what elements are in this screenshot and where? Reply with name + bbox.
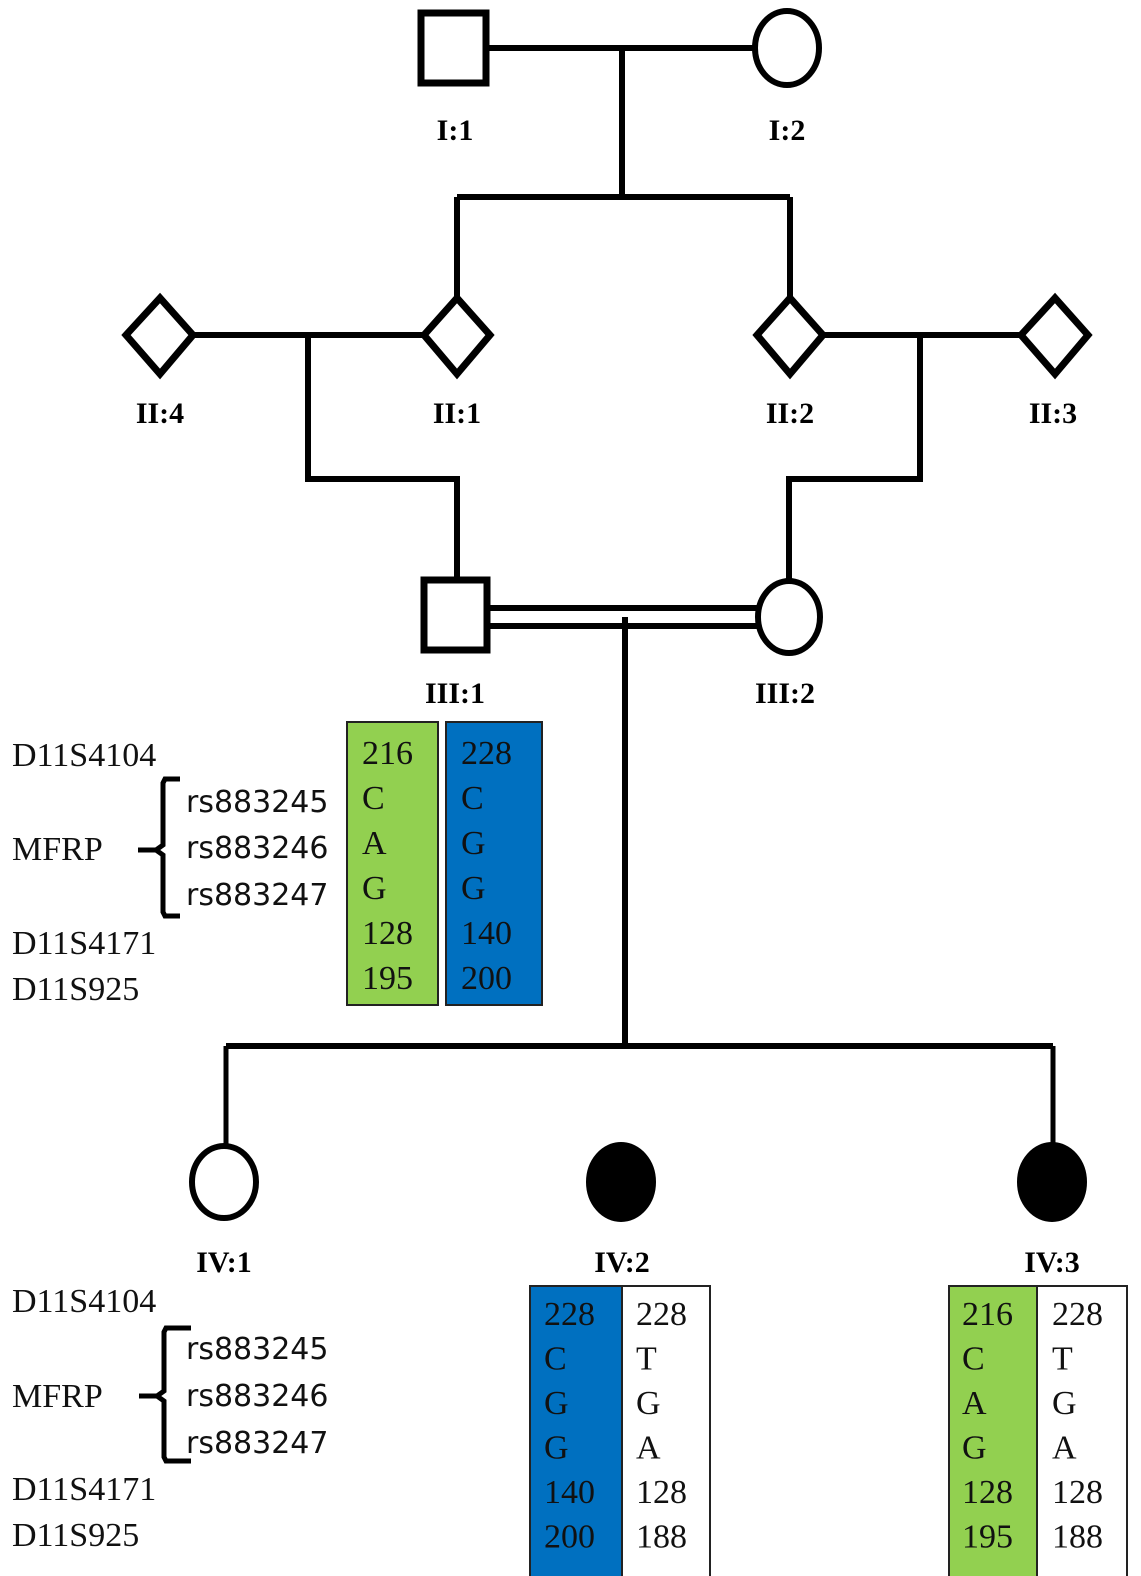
allele-IV-2-white-2: T [636,1341,657,1378]
label-IV-2: IV:2 [594,1246,650,1279]
allele-III-1-blue-3: G [461,825,486,862]
allele-III-1-blue-4: G [461,870,486,907]
allele-III-1-blue-2: C [461,780,484,817]
marker-panel-bottom: D11S4104 MFRP rs883245 rs883246 rs883247… [12,1283,329,1554]
individual-IV-1-female-circle[interactable] [189,1143,259,1221]
allele-IV-3-white-2: T [1052,1341,1073,1378]
allele-IV-3-green-4: G [962,1430,987,1467]
allele-III-1-blue-1: 228 [461,735,512,772]
label-III-2: III:2 [755,677,815,710]
allele-III-1-blue-5: 140 [461,915,512,952]
allele-IV-3-white-5: 128 [1052,1474,1103,1511]
marker-rs883246: rs883246 [186,831,329,866]
allele-IV-2-white-1: 228 [636,1296,687,1333]
allele-IV-3-green-3: A [962,1385,987,1422]
label-III-1: III:1 [425,677,485,710]
marker-d11s925: D11S925 [12,1517,139,1554]
allele-IV-2-blue-2: C [544,1341,567,1378]
allele-III-1-blue-6: 200 [461,960,512,997]
individual-II-2-diamond[interactable] [752,292,828,380]
allele-IV-2-white-6: 188 [636,1519,687,1556]
allele-III-1-green-3: A [362,825,387,862]
allele-IV-3-green-1: 216 [962,1296,1013,1333]
allele-IV-3-green-6: 195 [962,1519,1013,1556]
allele-IV-3-green-2: C [962,1341,985,1378]
gene-label-mfrp: MFRP [12,831,103,868]
marker-rs883247: rs883247 [186,878,329,913]
label-II-3: II:3 [1029,397,1077,430]
allele-III-1-green-5: 128 [362,915,413,952]
label-IV-3: IV:3 [1024,1246,1080,1279]
haplotype-IV-2-white [621,1285,711,1576]
marker-d11s4104: D11S4104 [12,1283,156,1320]
allele-IV-2-blue-6: 200 [544,1519,595,1556]
allele-IV-3-white-3: G [1052,1385,1077,1422]
individual-II-4-diamond[interactable] [121,292,198,380]
allele-IV-2-white-3: G [636,1385,661,1422]
marker-d11s925: D11S925 [12,971,139,1008]
allele-IV-3-white-4: A [1052,1430,1077,1467]
allele-IV-2-blue-5: 140 [544,1474,595,1511]
individual-III-2-female-circle[interactable] [755,578,823,656]
label-I-1: I:1 [437,114,474,147]
haplotype-IV-3-white [1036,1285,1128,1576]
allele-IV-2-white-5: 128 [636,1474,687,1511]
haplotype-III-1-blue [445,721,543,1006]
label-I-2: I:2 [769,114,806,147]
marker-d11s4171: D11S4171 [12,1471,156,1508]
allele-III-1-green-4: G [362,870,387,907]
individual-II-1-diamond[interactable] [419,292,495,380]
marker-d11s4171: D11S4171 [12,925,156,962]
descent-III-2 [786,335,923,580]
mfrp-brace [151,776,180,919]
label-IV-1: IV:1 [196,1246,252,1279]
individual-II-3-diamond[interactable] [1016,292,1093,380]
marker-rs883246: rs883246 [186,1379,329,1414]
marker-rs883245: rs883245 [186,785,329,820]
individual-I-1-male-square[interactable] [417,9,490,87]
allele-III-1-green-6: 195 [362,960,413,997]
label-II-2: II:2 [766,397,814,430]
allele-IV-3-white-1: 228 [1052,1296,1103,1333]
allele-III-1-green-2: C [362,780,385,817]
label-II-1: II:1 [433,397,481,430]
label-II-4: II:4 [136,397,184,430]
allele-IV-2-blue-3: G [544,1385,569,1422]
allele-III-1-green-1: 216 [362,735,413,772]
allele-IV-2-white-4: A [636,1430,661,1467]
individual-III-1-male-square[interactable] [420,576,491,654]
individual-IV-2-affected-female[interactable] [586,1142,656,1222]
allele-IV-3-white-6: 188 [1052,1519,1103,1556]
haplotype-IV-2-blue [529,1285,623,1576]
allele-IV-2-blue-1: 228 [544,1296,595,1333]
marker-rs883247: rs883247 [186,1426,329,1461]
allele-IV-2-blue-4: G [544,1430,569,1467]
marker-panel-top: D11S4104 MFRP rs883245 rs883246 rs883247… [12,737,329,1008]
haplotype-III-1-green [346,721,439,1006]
gene-label-mfrp: MFRP [12,1378,103,1415]
individual-I-2-female-circle[interactable] [752,8,822,88]
marker-rs883245: rs883245 [186,1332,329,1367]
allele-IV-3-green-5: 128 [962,1474,1013,1511]
descent-III-1 [305,335,460,580]
marker-d11s4104: D11S4104 [12,737,156,774]
individual-IV-3-affected-female[interactable] [1017,1142,1087,1222]
